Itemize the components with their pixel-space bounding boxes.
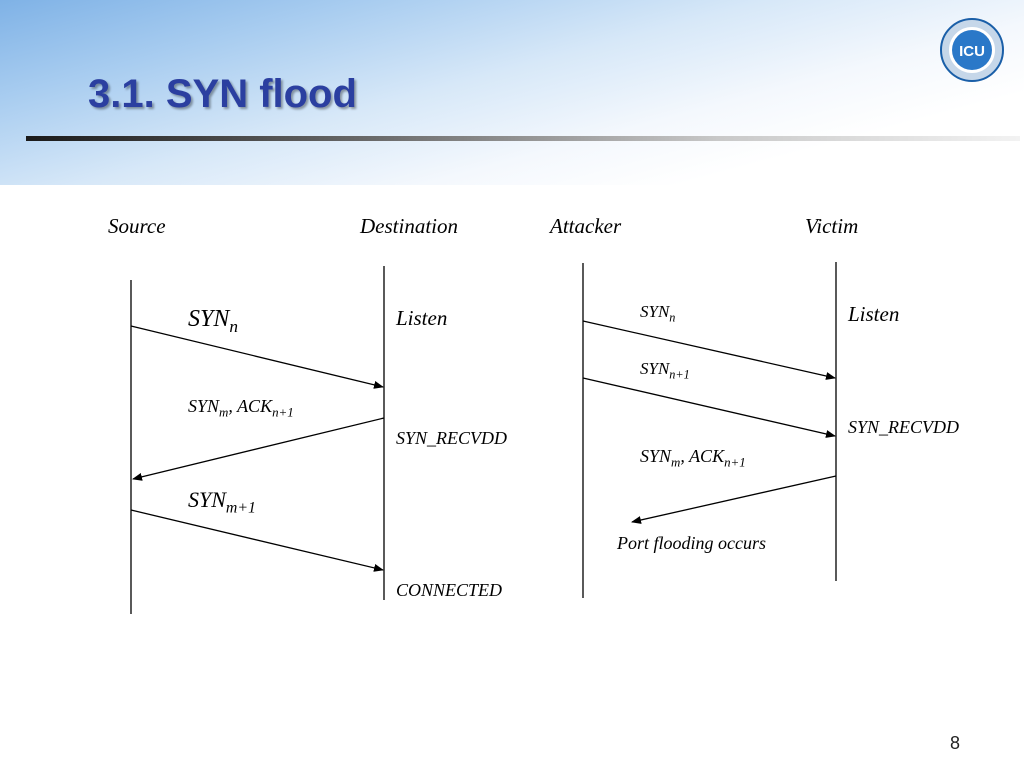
attack-syn-n-base: SYN	[640, 302, 670, 321]
victim-syn-ack-sub1: m	[671, 454, 681, 470]
syn-m1-arrow	[130, 509, 384, 572]
attack-syn-n1-sub: n+1	[669, 367, 690, 382]
syn-ack-arrow	[132, 417, 385, 481]
victim-syn-ack-label: SYNm, ACKn+1	[640, 446, 746, 470]
syn-ack-sep: , ACK	[228, 396, 273, 416]
attack-syn-n-arrow	[582, 320, 836, 380]
syn-n-arrow	[130, 325, 384, 389]
syn-n-sub: n	[229, 317, 238, 337]
source-label: Source	[108, 214, 166, 238]
attacker-label: Attacker	[550, 214, 622, 238]
syn-m1-label: SYNm+1	[188, 487, 256, 516]
victim-syn-ack-sep: , ACK	[680, 446, 725, 466]
port-flooding-note: Port flooding occurs	[617, 533, 766, 553]
attack-syn-n1-label: SYNn+1	[640, 359, 690, 382]
attack-syn-n1-arrow	[582, 377, 836, 438]
dest-listen-state: Listen	[396, 306, 448, 330]
victim-syn-recvdd-state: SYN_RECVDD	[848, 417, 960, 437]
title-rule	[26, 136, 1020, 141]
victim-syn-ack-arrow	[631, 475, 837, 524]
syn-ack-sub1: m	[219, 404, 229, 420]
logo-text: ICU	[959, 43, 985, 60]
syn-ack-label: SYNm, ACKn+1	[188, 396, 294, 420]
destination-label: Destination	[360, 214, 458, 238]
attack-syn-n-label: SYNn	[640, 302, 676, 325]
attack-syn-n1-base: SYN	[640, 359, 670, 378]
syn-ack-sub2: n+1	[272, 404, 294, 420]
header-background	[0, 0, 1024, 185]
victim-label: Victim	[805, 214, 859, 238]
dest-syn-recvdd-state: SYN_RECVDD	[396, 428, 508, 448]
dest-connected-state: CONNECTED	[396, 580, 503, 600]
victim-syn-ack-sub2: n+1	[724, 454, 746, 470]
slide-title: 3.1. SYN flood	[88, 72, 357, 116]
university-seal-icon: ICU	[940, 18, 1004, 82]
victim-listen-state: Listen	[848, 302, 900, 326]
syn-n-label: SYNn	[188, 306, 238, 337]
attack-syn-n-sub: n	[669, 310, 676, 325]
syn-ack-base1: SYN	[188, 396, 220, 416]
syn-m1-base: SYN	[188, 487, 226, 512]
syn-m1-sub: m+1	[225, 499, 256, 517]
page-number: 8	[950, 733, 961, 753]
syn-n-base: SYN	[188, 306, 230, 332]
victim-syn-ack-base1: SYN	[640, 446, 672, 466]
